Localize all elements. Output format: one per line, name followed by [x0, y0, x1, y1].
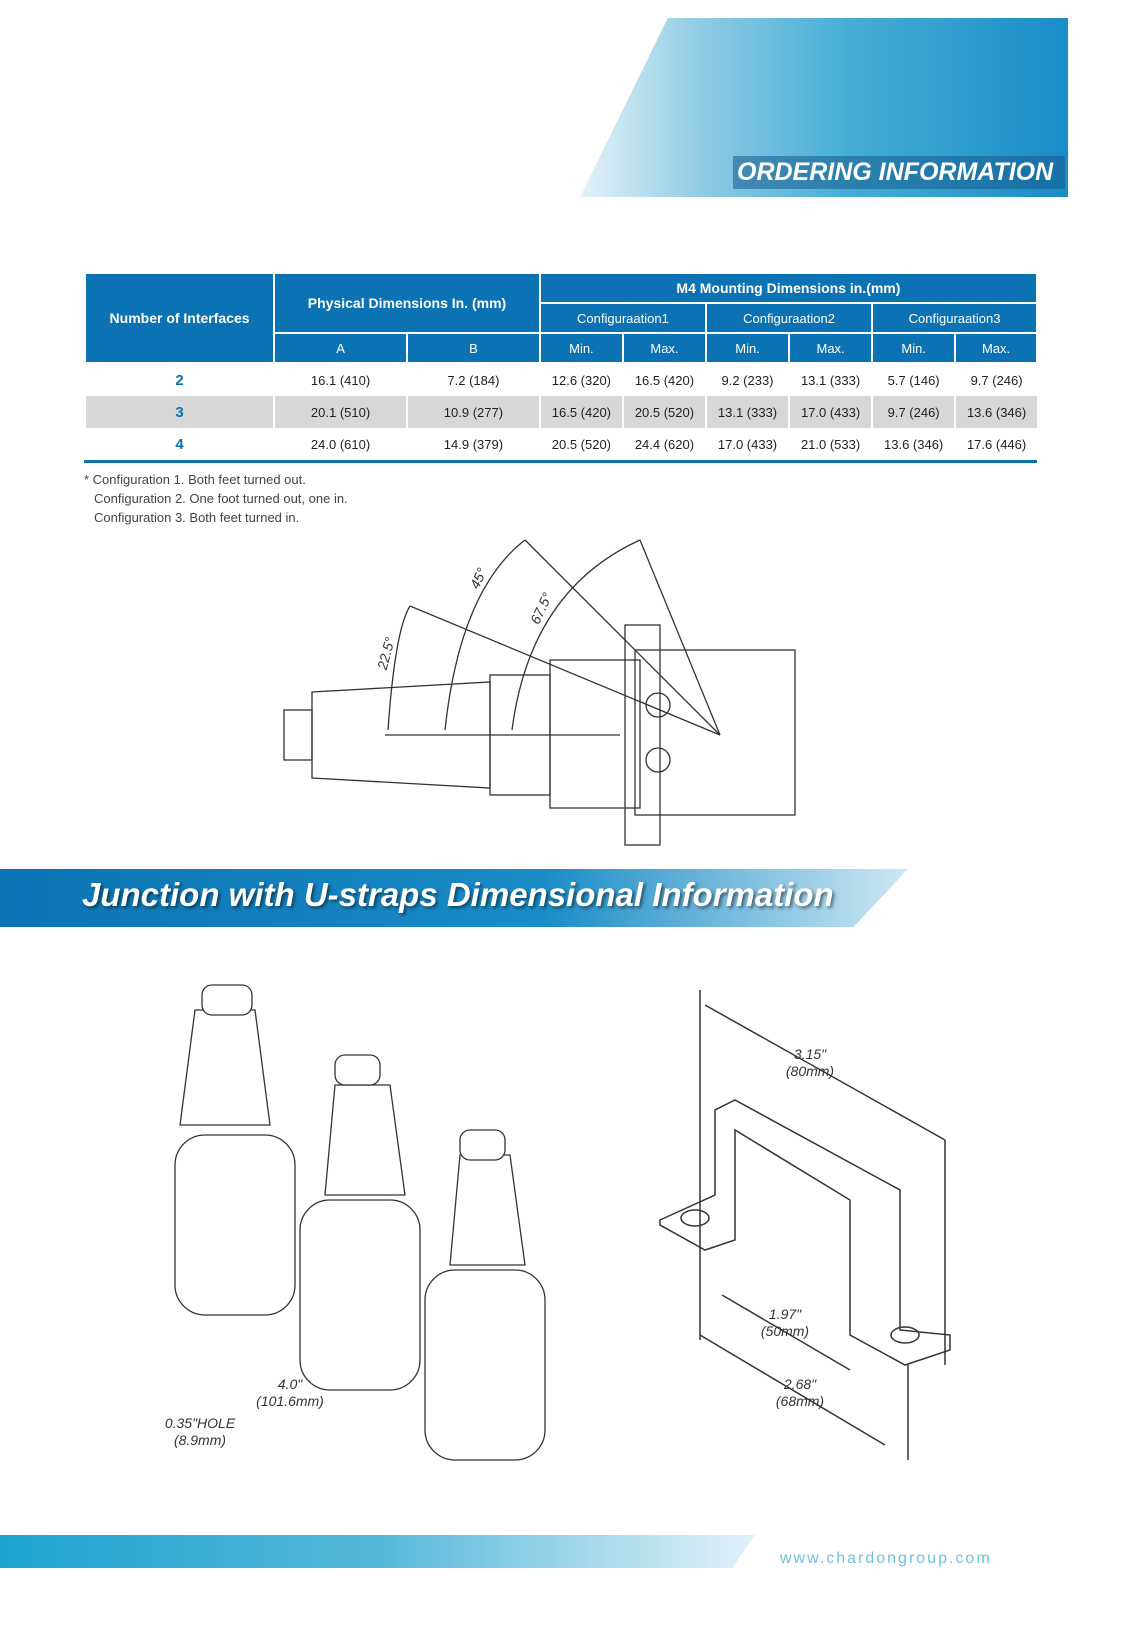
dimension-cell: 16.1 (410): [273, 363, 407, 396]
height-mm: (68mm): [775, 1393, 825, 1409]
junction-drawing: [174, 984, 546, 1461]
dimension-cell: 24.0 (610): [273, 428, 407, 463]
col-physical: Physical Dimensions In. (mm): [273, 272, 541, 334]
dimension-cell: 24.4 (620): [621, 428, 706, 463]
dimension-cell: 21.0 (533): [788, 428, 873, 463]
sub-header: Max.: [621, 332, 707, 364]
col-interfaces: Number of Interfaces: [83, 272, 276, 364]
height-in: 2.68": [783, 1376, 817, 1392]
dimension-cell: 14.9 (379): [405, 428, 540, 463]
dimension-cell: 13.1 (333): [788, 363, 873, 396]
interfaces-cell: 4: [83, 428, 275, 463]
spacing-mm: (101.6mm): [256, 1393, 324, 1409]
dimension-cell: 20.5 (520): [621, 396, 706, 428]
dimension-cell: 17.0 (433): [704, 428, 790, 463]
width-in: 3.15": [793, 1046, 827, 1062]
dimension-cell: 20.1 (510): [273, 396, 407, 428]
sub-header: Max.: [788, 332, 874, 364]
note-2: Configuration 2. One foot turned out, on…: [94, 491, 348, 506]
footer-bar: [0, 1535, 755, 1568]
dimension-cell: 10.9 (277): [405, 396, 540, 428]
col-mounting: M4 Mounting Dimensions in.(mm): [538, 272, 1039, 304]
width-dim: 3.15"(80mm): [780, 1046, 840, 1080]
angle-diagram: [283, 539, 796, 846]
dimension-cell: 13.1 (333): [704, 396, 790, 428]
section-banner: [0, 869, 908, 927]
dimension-cell: 17.6 (446): [954, 428, 1037, 463]
interfaces-cell: 2: [83, 363, 275, 396]
inner-dim: 1.97"(50mm): [755, 1306, 815, 1340]
config-header: Configuraation2: [704, 302, 874, 334]
sub-header: Max.: [954, 332, 1038, 364]
dimension-cell: 13.6 (346): [871, 428, 956, 463]
note-3: Configuration 3. Both feet turned in.: [94, 510, 300, 525]
interfaces-cell: 3: [83, 396, 275, 428]
spacing-in: 4.0": [277, 1376, 303, 1392]
hole-dim: 0.35"HOLE(8.9mm): [160, 1415, 240, 1449]
u-strap-drawing: [659, 990, 951, 1460]
sub-header: Min.: [704, 332, 791, 364]
inner-in: 1.97": [768, 1306, 802, 1322]
inner-mm: (50mm): [760, 1323, 810, 1339]
dimension-cell: 17.0 (433): [788, 396, 873, 428]
width-mm: (80mm): [785, 1063, 835, 1079]
config-header: Configuraation3: [871, 302, 1038, 334]
hole-in: 0.35"HOLE: [164, 1415, 236, 1431]
dimension-cell: 16.5 (420): [621, 363, 706, 396]
dimension-cell: 13.6 (346): [954, 396, 1037, 428]
dimension-cell: 12.6 (320): [538, 363, 623, 396]
sub-header: B: [405, 332, 541, 364]
height-dim: 2.68"(68mm): [770, 1376, 830, 1410]
dimension-cell: 20.5 (520): [538, 428, 623, 463]
hole-mm: (8.9mm): [173, 1432, 227, 1448]
dimension-cell: 16.5 (420): [538, 396, 623, 428]
dimension-cell: 9.7 (246): [871, 396, 956, 428]
dimension-cell: 9.2 (233): [704, 363, 790, 396]
dimension-cell: 9.7 (246): [954, 363, 1037, 396]
section-title: Junction with U-straps Dimensional Infor…: [82, 876, 834, 913]
website-link[interactable]: www.chardongroup.com: [780, 1550, 992, 1567]
note-1: * Configuration 1. Both feet turned out.: [84, 472, 306, 487]
ordering-table: Number of Interfaces Physical Dimensions…: [83, 272, 1039, 463]
spacing-dim: 4.0"(101.6mm): [255, 1376, 325, 1410]
config-header: Configuraation1: [538, 302, 707, 334]
sub-header: Min.: [871, 332, 957, 364]
dimension-cell: 7.2 (184): [405, 363, 540, 396]
dimension-cell: 5.7 (146): [871, 363, 956, 396]
page-title: ORDERING INFORMATION: [733, 156, 1066, 189]
sub-header: Min.: [538, 332, 624, 364]
sub-header: A: [273, 332, 408, 364]
